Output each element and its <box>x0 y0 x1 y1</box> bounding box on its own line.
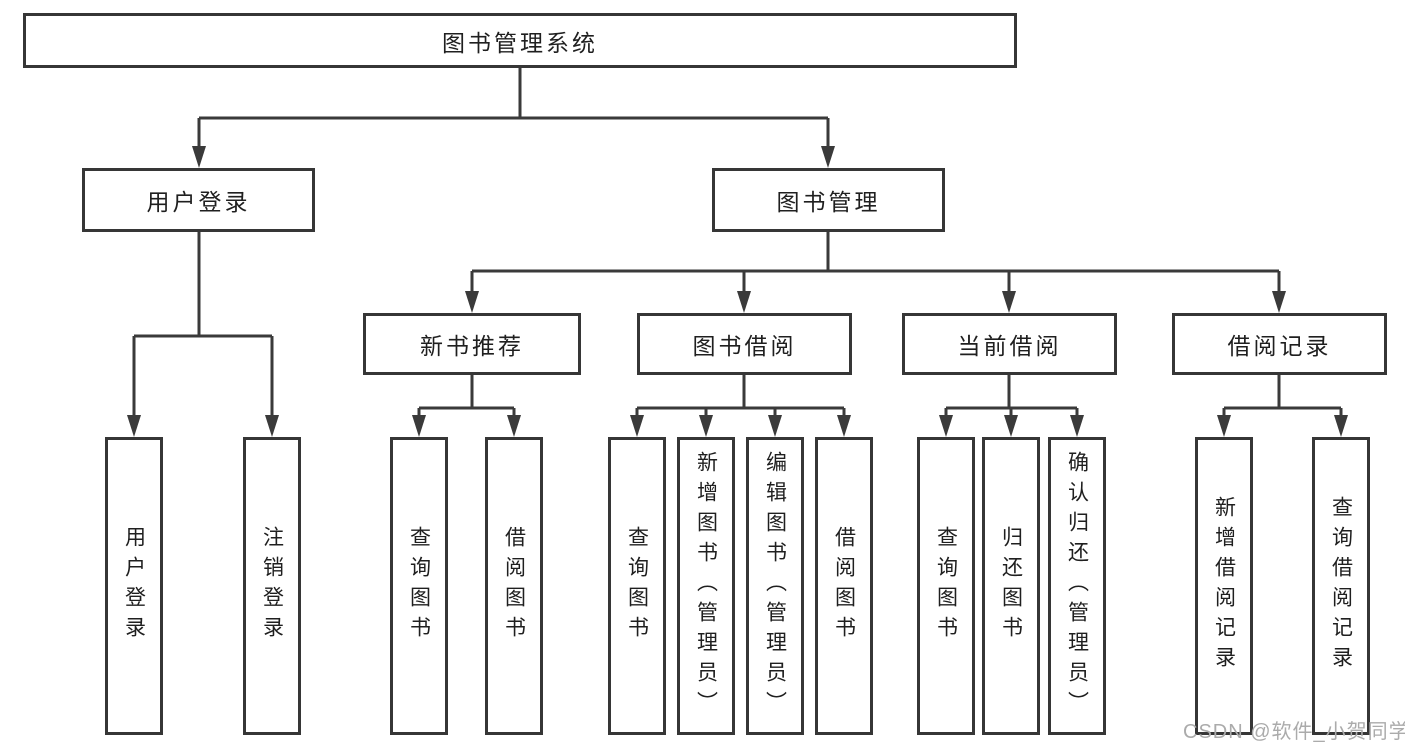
leaf-current-confirm-return-admin: 确认归还（管理员） <box>1048 437 1106 735</box>
arrow-icon <box>1272 291 1286 313</box>
node-label: 新增借阅记录 <box>1212 496 1236 676</box>
node-label: 借阅图书 <box>502 526 526 646</box>
node-label: 确认归还（管理员） <box>1065 451 1089 721</box>
leaf-borrowing-edit-books-admin: 编辑图书（管理员） <box>746 437 804 735</box>
connector-bookmgmt-to-level3 <box>470 232 1281 293</box>
arrow-icon <box>837 415 851 437</box>
csdn-watermark: CSDN @软件_小贺同学 <box>1183 721 1405 743</box>
arrowheads <box>127 146 1348 437</box>
node-label: 图书管理系统 <box>442 29 598 56</box>
leaf-newbook-query-books: 查询图书 <box>390 437 448 735</box>
arrow-icon <box>630 415 644 437</box>
leaf-borrowing-borrow-books: 借阅图书 <box>815 437 873 735</box>
node-current-borrowing: 当前借阅 <box>902 313 1117 375</box>
leaf-logout: 注销登录 <box>243 437 301 735</box>
node-label: 用户登录 <box>146 189 251 215</box>
arrow-icon <box>939 415 953 437</box>
arrow-icon <box>1334 415 1348 437</box>
arrow-icon <box>507 415 521 437</box>
connector-userlogin-to-children <box>132 232 274 417</box>
connector-borrowing-to-children <box>635 375 846 417</box>
node-book-management: 图书管理 <box>712 168 945 232</box>
arrow-icon <box>192 146 206 168</box>
node-label: 借阅记录 <box>1227 333 1332 359</box>
node-user-login: 用户登录 <box>82 168 315 232</box>
arrow-icon <box>1004 415 1018 437</box>
connector-currentborrow-to-children <box>944 375 1079 417</box>
arrow-icon <box>768 415 782 437</box>
arrow-icon <box>265 415 279 437</box>
leaf-borrowing-query-books: 查询图书 <box>608 437 666 735</box>
connector-lines <box>132 68 1343 417</box>
node-book-borrowing: 图书借阅 <box>637 313 852 375</box>
leaf-newbook-borrow-books: 借阅图书 <box>485 437 543 735</box>
arrow-icon <box>737 291 751 313</box>
node-label: 图书管理 <box>776 189 881 215</box>
node-label: 图书借阅 <box>692 333 797 359</box>
node-label: 借阅图书 <box>832 526 856 646</box>
node-library-management-system: 图书管理系统 <box>23 13 1017 68</box>
leaf-borrowing-add-books-admin: 新增图书（管理员） <box>677 437 735 735</box>
arrow-icon <box>699 415 713 437</box>
node-new-book-recommend: 新书推荐 <box>363 313 581 375</box>
leaf-records-query-record: 查询借阅记录 <box>1312 437 1370 735</box>
arrow-icon <box>412 415 426 437</box>
arrow-icon <box>1070 415 1084 437</box>
connector-newbook-to-children <box>417 375 516 417</box>
node-label: 注销登录 <box>260 526 284 646</box>
arrow-icon <box>821 146 835 168</box>
arrow-icon <box>127 415 141 437</box>
arrow-icon <box>1217 415 1231 437</box>
node-label: 查询图书 <box>934 526 958 646</box>
arrow-icon <box>465 291 479 313</box>
leaf-current-return-books: 归还图书 <box>982 437 1040 735</box>
node-borrowing-records: 借阅记录 <box>1172 313 1387 375</box>
leaf-user-login: 用户登录 <box>105 437 163 735</box>
node-label: 查询借阅记录 <box>1329 496 1353 676</box>
node-label: 用户登录 <box>122 526 146 646</box>
leaf-records-add-record: 新增借阅记录 <box>1195 437 1253 735</box>
node-label: 查询图书 <box>407 526 431 646</box>
connector-root-to-level2 <box>197 68 830 148</box>
arrow-icon <box>1002 291 1016 313</box>
connector-records-to-children <box>1222 375 1343 417</box>
node-label: 归还图书 <box>999 526 1023 646</box>
node-label: 编辑图书（管理员） <box>763 451 787 721</box>
node-label: 当前借阅 <box>957 333 1062 359</box>
node-label: 新书推荐 <box>420 333 524 359</box>
leaf-current-query-books: 查询图书 <box>917 437 975 735</box>
node-label: 新增图书（管理员） <box>694 451 718 721</box>
node-label: 查询图书 <box>625 526 649 646</box>
